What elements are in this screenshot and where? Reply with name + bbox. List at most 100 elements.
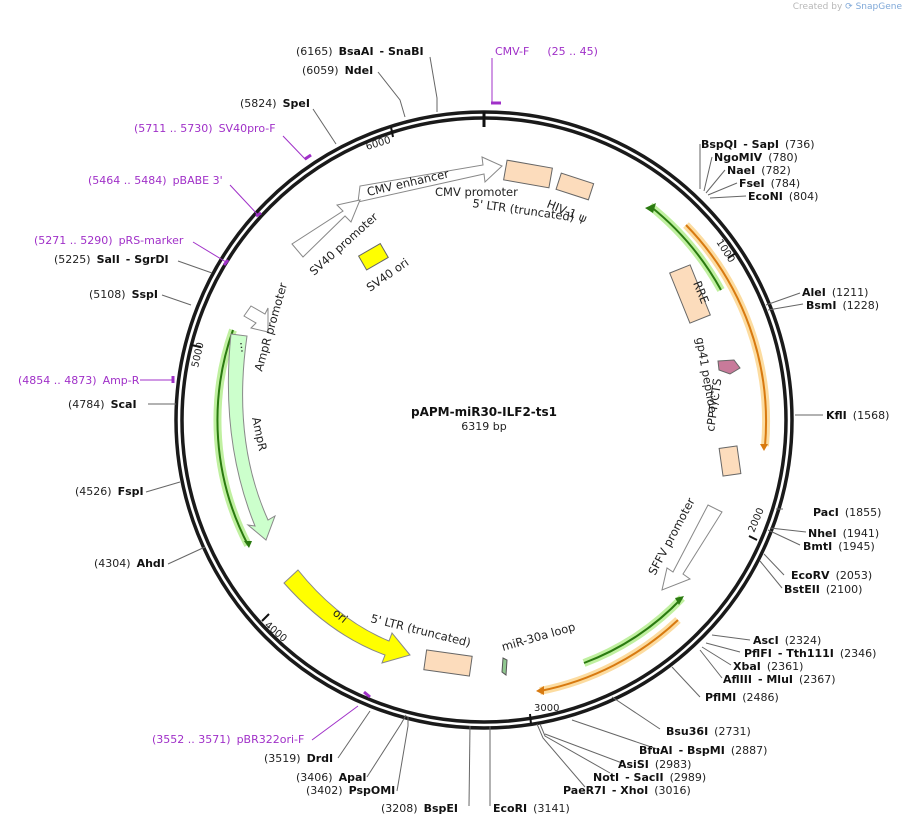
orange-arrow-bottom — [536, 686, 544, 695]
leader-bfuai — [571, 719, 661, 751]
site-leaders — [145, 56, 823, 807]
mir30a-marker — [501, 657, 508, 676]
primer-cmv-f: CMV-F(25 .. 45) — [495, 45, 598, 58]
site-ngomiv: NgoMIV(780) — [714, 151, 798, 164]
site-naei: NaeI(782) — [727, 164, 791, 177]
leader-bmti — [767, 529, 801, 546]
leader-pbr322ori-f — [311, 705, 359, 741]
mark-pbr322ori-f — [363, 690, 371, 699]
site-asisi: AsiSI(2983) — [618, 758, 691, 771]
leader-sspi — [161, 294, 192, 306]
leader-notI — [539, 723, 611, 774]
site-noti: NotI- SacII(2989) — [593, 771, 706, 784]
mark-pbabe3 — [255, 211, 262, 218]
sffv-promoter-label: SFFV promoter — [645, 495, 698, 577]
leader-bsu36i — [611, 696, 661, 730]
sv40-promoter-arrow — [291, 199, 361, 258]
site-scai: (4784)ScaI — [68, 398, 137, 411]
site-kfli: KflI(1568) — [826, 409, 889, 422]
leader-ecorv — [763, 553, 785, 576]
highlight-arcs — [213, 202, 771, 695]
orange-arrow-right — [760, 444, 768, 451]
plasmid-size: 6319 bp — [461, 420, 506, 433]
cmv-promoter-label: CMV promoter — [435, 185, 518, 199]
tick-label-3000: 3000 — [534, 703, 559, 714]
green-line-top — [649, 205, 722, 291]
site-pflfi: PflFI- Tth111I(2346) — [744, 647, 876, 660]
sffv-promoter-arrow — [661, 504, 723, 591]
leader-fsei — [707, 182, 738, 196]
leader-bsmi — [767, 303, 804, 311]
primer-pbabe3: (5464 .. 5484)pBABE 3' — [88, 174, 223, 187]
leader-xhoi — [536, 723, 586, 788]
site-pflmi: PflMI(2486) — [705, 691, 779, 704]
credit-brand: SnapGene — [855, 2, 902, 12]
leader-afliii — [699, 649, 723, 679]
rre-box — [669, 264, 711, 324]
primer-labels: CMV-F(25 .. 45) (5711 .. 5730)SV40pro-F … — [18, 45, 598, 746]
leader-alei — [765, 292, 801, 306]
leader-ngomiv — [703, 156, 713, 192]
snapgene-logo-icon: ⟳ — [845, 2, 853, 12]
site-apai: (3406)ApaI — [296, 771, 366, 784]
leader-ndei — [377, 71, 406, 118]
leader-xbai — [701, 646, 732, 666]
site-spei: (5824)SpeI — [240, 97, 310, 110]
leader-bsaai — [429, 56, 438, 112]
leader-pbabe3 — [229, 184, 259, 216]
green-arrow-top — [645, 203, 656, 213]
site-paer7i: PaeR7I- XhoI(3016) — [563, 784, 691, 797]
site-sspi: (5108)SspI — [89, 288, 158, 301]
cppt-box — [718, 445, 742, 477]
leader-bsteii — [759, 560, 783, 589]
mark-sv40pro-f — [304, 153, 312, 161]
primer-pbr322ori-f: (3552 .. 3571)pBR322ori-F — [152, 733, 304, 746]
cmv-enhancer-arrow — [357, 156, 503, 203]
green-line-bottom — [583, 597, 683, 664]
orange-line-right — [685, 224, 768, 447]
orange-line-bottom — [539, 619, 679, 692]
site-bspqi: BspQI- SapI(736) — [701, 138, 815, 151]
site-fspi: (4526)FspI — [75, 485, 144, 498]
leader-econi — [709, 195, 747, 199]
tick-1000 — [727, 252, 737, 259]
plasmid-name: pAPM-miR30-ILF2-ts1 — [411, 405, 557, 419]
tick-2000 — [748, 535, 758, 541]
leader-naei — [705, 169, 726, 194]
leader-prs-marker — [192, 241, 227, 263]
site-ndei: (6059)NdeI — [302, 64, 373, 77]
site-paci: PacI(1855) — [813, 506, 881, 519]
ltr-top-box — [503, 159, 553, 189]
leader-nhei — [769, 527, 807, 533]
tick-5000 — [190, 344, 202, 348]
green-arrow-bottom — [675, 596, 684, 605]
site-econi: EcoNI(804) — [748, 190, 818, 203]
ampr-dots: ... — [237, 340, 252, 353]
site-ecori: EcoRI(3141) — [493, 802, 570, 815]
primer-amp-r: (4854 .. 4873)Amp-R — [18, 374, 140, 387]
primer-sv40pro-f: (5711 .. 5730)SV40pro-F — [134, 122, 276, 135]
mir30a-label: miR-30a loop — [500, 619, 577, 653]
leader-apai — [366, 714, 407, 778]
ampr-arrow — [227, 333, 276, 541]
site-alei: AleI(1211) — [802, 286, 868, 299]
site-ecorv: EcoRV(2053) — [791, 569, 872, 582]
tick-4000 — [261, 613, 270, 622]
site-bsaai: (6165)BsaAI- SnaBI — [296, 45, 424, 58]
site-afliii: AflIII- MluI(2367) — [723, 673, 836, 686]
site-xbai: XbaI(2361) — [733, 660, 803, 673]
leader-bspei — [468, 725, 471, 807]
primer-leaders — [140, 58, 501, 741]
site-bfuai: BfuAI- BspMI(2887) — [639, 744, 767, 757]
green-line-left — [216, 329, 249, 546]
site-labels: (6165)BsaAI- SnaBI (6059)NdeI (5824)SpeI… — [54, 45, 889, 815]
leader-pflfi — [705, 642, 741, 653]
sv40-ori-box — [357, 242, 389, 271]
leader-sali — [177, 260, 213, 274]
leader-asisi — [544, 733, 623, 764]
tick-label-6000: 6000 — [365, 135, 393, 153]
site-bmti: BmtI(1945) — [803, 540, 875, 553]
site-asci: AscI(2324) — [753, 634, 821, 647]
tick-3000 — [529, 713, 532, 725]
leader-ahdi — [167, 546, 206, 565]
